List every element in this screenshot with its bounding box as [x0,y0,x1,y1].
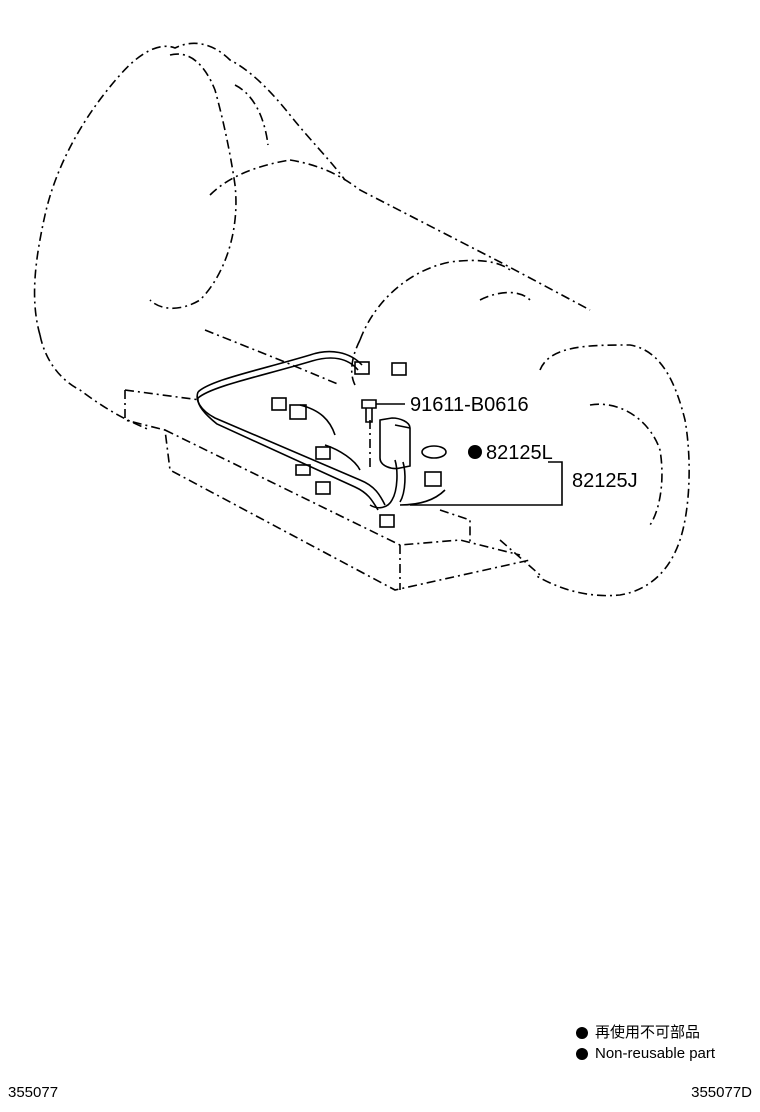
non-reusable-marker [468,445,482,459]
transmission-housing-outline [33,42,690,597]
part-label-o-ring: 82125L [486,442,553,464]
illustration-code-left: 355077 [8,1084,59,1101]
legend-text-jp: 再使用不可部品 [595,1024,701,1041]
illustration-code-right: 355077D [691,1084,752,1101]
wiring-harness [196,350,446,528]
bolt-part [361,399,405,423]
part-label-harness-assembly: 82125J [572,470,638,492]
legend: 再使用不可部品 Non-reusable part [576,1022,715,1064]
o-ring-part [421,445,482,459]
legend-text-en: Non-reusable part [595,1045,716,1062]
filled-circle-icon [576,1026,588,1039]
legend-item-jp: 再使用不可部品 [576,1022,715,1043]
legend-item-en: Non-reusable part [576,1043,715,1064]
filled-circle-icon [576,1047,588,1060]
assembly-bracket [410,461,563,506]
part-label-bolt: 91611-B0616 [410,394,529,416]
